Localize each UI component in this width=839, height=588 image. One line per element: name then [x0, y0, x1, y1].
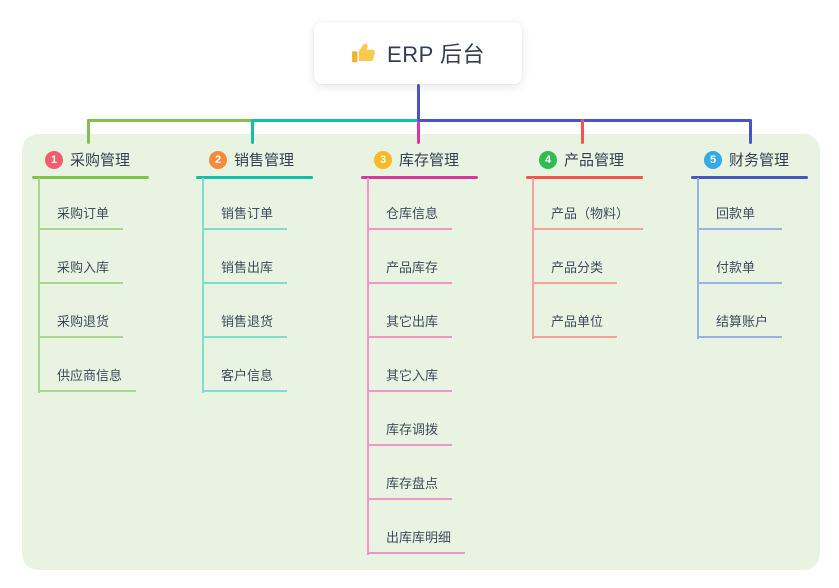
branch-vertical-line [367, 178, 369, 555]
branch-underline [32, 176, 149, 179]
mindmap-node: 产品单位 [532, 314, 618, 338]
root-node-label: ERP 后台 [387, 42, 485, 67]
root-node-erp: ERP 后台 [314, 22, 522, 84]
branch-title-row: 5 财务管理 [704, 149, 789, 170]
branch-vertical-line [697, 178, 699, 339]
mindmap-node: 其它出库 [367, 314, 453, 338]
root-connector-line [417, 84, 420, 120]
mindmap-node: 出库库明细 [367, 530, 466, 554]
mindmap-node: 销售订单 [202, 206, 288, 230]
branches-background-panel [22, 134, 820, 570]
mindmap-node: 采购退货 [38, 314, 124, 338]
bus-segment-indigo [417, 119, 752, 122]
mindmap-node: 产品库存 [367, 260, 453, 284]
mindmap-node: 仓库信息 [367, 206, 453, 230]
mindmap-node: 客户信息 [202, 368, 288, 392]
drop-connector-branch-1 [87, 119, 90, 144]
mindmap-node: 采购入库 [38, 260, 124, 284]
branch-title-label: 销售管理 [234, 152, 295, 169]
mindmap-node: 库存调拨 [367, 422, 453, 446]
branch-number-badge: 5 [704, 150, 722, 169]
branch-underline [526, 176, 643, 179]
drop-connector-branch-2 [251, 119, 254, 144]
mindmap-node: 产品（物料） [532, 206, 644, 230]
mindmap-node: 采购订单 [38, 206, 124, 230]
mindmap-node: 库存盘点 [367, 476, 453, 500]
mindmap-node: 其它入库 [367, 368, 453, 392]
drop-connector-branch-3 [417, 121, 420, 144]
branch-vertical-line [532, 178, 534, 339]
bus-segment-green [87, 119, 253, 122]
branch-title-label: 采购管理 [70, 152, 131, 169]
branch-title-label: 财务管理 [729, 152, 790, 169]
mindmap-node: 销售退货 [202, 314, 288, 338]
branch-title-row: 3 库存管理 [374, 149, 459, 170]
branch-underline [361, 176, 478, 179]
branch-number-badge: 2 [209, 150, 227, 169]
branch-underline [196, 176, 313, 179]
branch-underline [691, 176, 808, 179]
thumbs-up-icon [352, 43, 375, 63]
mindmap-node: 结算账户 [697, 314, 783, 338]
branch-vertical-line [202, 178, 204, 393]
branch-title-label: 产品管理 [564, 152, 625, 169]
mindmap-node: 产品分类 [532, 260, 618, 284]
branch-number-badge: 4 [539, 150, 557, 169]
drop-connector-branch-5 [749, 119, 752, 144]
branch-number-badge: 3 [374, 150, 392, 169]
branch-number-badge: 1 [45, 150, 63, 169]
bus-segment-teal [252, 119, 418, 122]
mindmap-node: 回款单 [697, 206, 782, 230]
branch-title-row: 4 产品管理 [539, 149, 624, 170]
branch-vertical-line [38, 178, 40, 393]
mindmap-node: 付款单 [697, 260, 782, 284]
branch-title-row: 1 采购管理 [45, 149, 130, 170]
drop-connector-branch-4 [581, 119, 584, 144]
branch-title-label: 库存管理 [399, 152, 460, 169]
mindmap-node: 销售出库 [202, 260, 288, 284]
mindmap-node: 供应商信息 [38, 368, 137, 392]
branch-title-row: 2 销售管理 [209, 149, 294, 170]
